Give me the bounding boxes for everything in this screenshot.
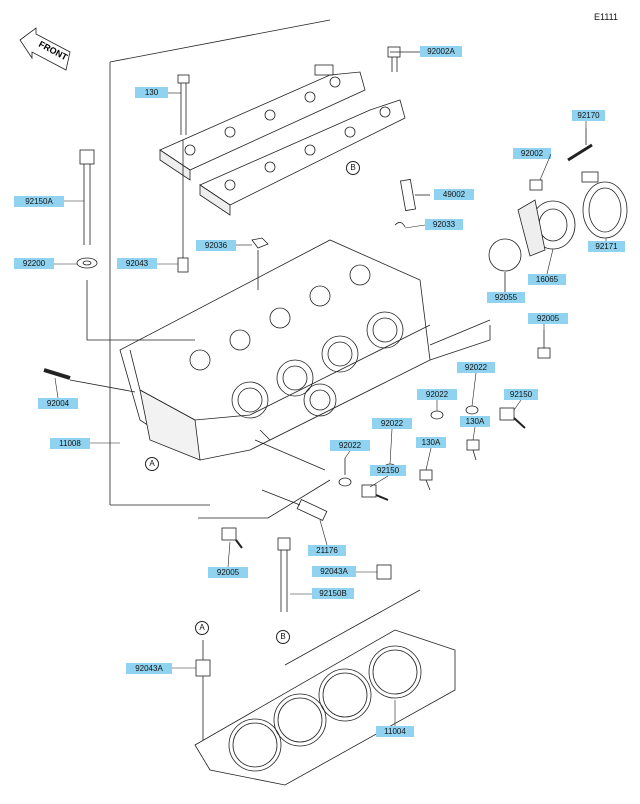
part-label-92022-a[interactable]: 92022	[464, 363, 488, 372]
clamp-92171	[581, 171, 628, 239]
part-label-11004[interactable]: 11004	[384, 727, 406, 736]
part-label-16065[interactable]: 16065	[535, 275, 559, 284]
stud-92150a	[79, 149, 95, 245]
part-label-92150-right[interactable]: 92150	[509, 390, 533, 399]
part-label-92022-d[interactable]: 92022	[338, 441, 362, 450]
part-label-92150a[interactable]: 92150A	[25, 197, 53, 206]
part-label-92150b[interactable]: 92150B	[319, 589, 347, 598]
leader-lines	[54, 92, 607, 726]
part-label-11008[interactable]: 11008	[59, 439, 81, 448]
front-label: FRONT	[37, 39, 70, 63]
plug-49002	[400, 178, 416, 212]
part-label-21176[interactable]: 21176	[316, 546, 338, 555]
cylinder-head	[119, 239, 431, 461]
part-label-92036[interactable]: 92036	[204, 241, 228, 250]
bolt-130	[177, 74, 190, 135]
front-arrow-icon	[19, 27, 71, 71]
callout-b-lower: B	[276, 630, 290, 644]
callout-a-lower: A	[195, 621, 209, 635]
part-label-92171[interactable]: 92171	[595, 242, 618, 251]
dowel-92043	[177, 257, 189, 273]
camshaft-holder-upper	[159, 64, 366, 181]
label-backgrounds	[14, 46, 625, 737]
part-label-92004[interactable]: 92004	[46, 399, 70, 408]
part-label-130[interactable]: 130	[144, 88, 159, 97]
camshaft-holder-lower	[199, 99, 406, 216]
stud-92004	[43, 368, 71, 380]
part-label-92055[interactable]: 92055	[494, 293, 518, 302]
washer-92022-d	[338, 477, 352, 487]
assembly-frame	[109, 19, 491, 519]
callout-b-upper: B	[346, 161, 360, 175]
figure-id: E1111	[594, 12, 619, 22]
bolt-92170	[567, 143, 593, 162]
part-label-92043a-lower[interactable]: 92043A	[135, 664, 163, 673]
sensor-92150-left	[361, 484, 389, 501]
head-gasket-11004	[194, 629, 456, 786]
part-label-92002[interactable]: 92002	[520, 149, 544, 158]
part-label-92022-c[interactable]: 92022	[380, 419, 404, 428]
part-label-92150-left[interactable]: 92150	[376, 466, 400, 475]
part-label-92022-b[interactable]: 92022	[425, 390, 449, 399]
part-label-92043a-upper[interactable]: 92043A	[320, 567, 348, 576]
part-label-92033[interactable]: 92033	[432, 220, 456, 229]
callout-a-upper: A	[145, 457, 159, 471]
bolt-92002	[529, 179, 543, 191]
part-label-49002[interactable]: 49002	[442, 190, 466, 199]
sensor-92150-right	[499, 407, 526, 429]
part-label-130a-left[interactable]: 130A	[421, 438, 441, 447]
o-ring-92055	[488, 238, 522, 272]
part-label-92170[interactable]: 92170	[577, 111, 600, 120]
stud-92150b	[277, 537, 291, 612]
part-label-92002a[interactable]: 92002A	[427, 47, 455, 56]
fitting-92005-upper	[537, 330, 551, 359]
part-label-130a-right[interactable]: 130A	[465, 417, 485, 426]
part-label-92005-lower[interactable]: 92005	[216, 568, 240, 577]
washer-92200	[76, 257, 98, 269]
part-label-92043[interactable]: 92043	[125, 259, 149, 268]
nut-92036	[251, 237, 269, 249]
carburetor-holder-16065	[517, 199, 576, 257]
temperature-sensor-21176	[296, 499, 328, 521]
part-label-92200[interactable]: 92200	[22, 259, 46, 268]
part-label-92005-upper[interactable]: 92005	[536, 314, 560, 323]
fitting-92005-lower	[221, 527, 243, 549]
clip-92033	[394, 222, 406, 228]
